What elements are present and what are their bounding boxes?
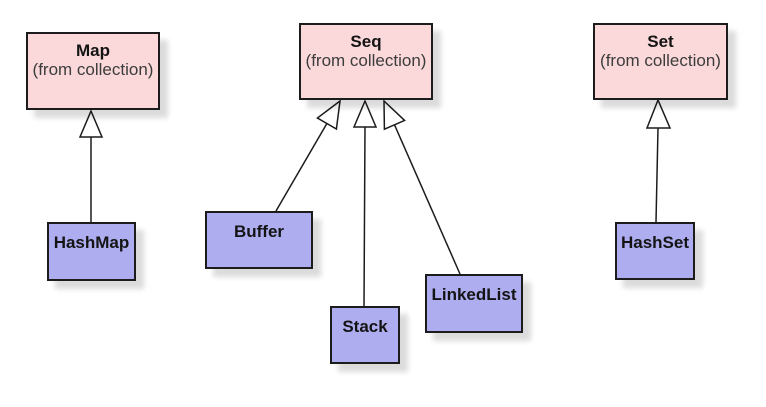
generalization-arrow-linkedlist-seq	[383, 99, 461, 275]
generalization-arrow-buffer-seq	[275, 99, 341, 212]
class-node-buffer: Buffer	[205, 211, 313, 269]
class-node-hashmap: HashMap	[47, 222, 136, 281]
class-node-map: Map (from collection)	[26, 32, 160, 110]
class-name: Buffer	[233, 222, 285, 241]
hollow-triangle-icon	[78, 109, 104, 138]
hollow-triangle-icon	[316, 99, 341, 131]
generalization-arrow-stack-seq	[352, 99, 378, 307]
class-name: Map	[76, 41, 110, 60]
class-name: HashMap	[53, 233, 130, 252]
class-name: LinkedList	[431, 285, 517, 304]
class-origin: (from collection)	[305, 51, 427, 70]
hollow-triangle-icon	[383, 99, 406, 131]
class-node-linkedlist: LinkedList	[425, 274, 523, 333]
hollow-triangle-icon	[352, 99, 378, 128]
class-node-hashset: HashSet	[615, 222, 695, 280]
class-node-stack: Stack	[330, 306, 400, 364]
generalization-arrow-hashmap-map	[78, 109, 104, 222]
generalization-arrow-hashset-set	[645, 98, 672, 223]
hollow-triangle-icon	[645, 98, 672, 129]
class-name: Stack	[342, 317, 388, 336]
class-node-seq: Seq (from collection)	[299, 23, 433, 100]
class-name: HashSet	[620, 233, 690, 252]
class-origin: (from collection)	[32, 60, 154, 79]
class-name: Seq	[350, 32, 382, 51]
class-node-set: Set (from collection)	[593, 23, 728, 100]
class-origin: (from collection)	[600, 51, 721, 70]
class-name: Set	[647, 32, 674, 51]
